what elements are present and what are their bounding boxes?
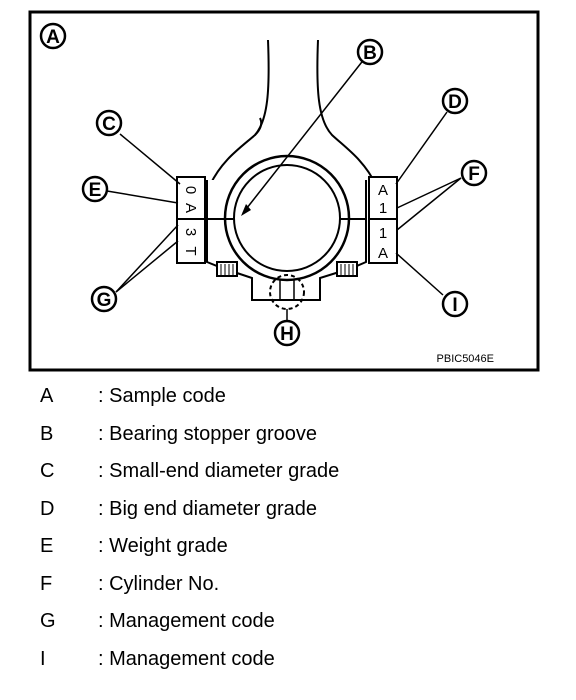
svg-text:I: I [452, 295, 457, 316]
svg-text:C: C [102, 114, 116, 135]
left-bolt [216, 261, 238, 277]
svg-text:D: D [448, 92, 462, 113]
stamp-right-bottom-1: 1 [379, 225, 387, 242]
legend-row-i: I : Management code [0, 648, 576, 674]
legend-key: G [40, 610, 56, 632]
legend-row-c: C : Small-end diameter grade [0, 460, 576, 486]
stamp-left-bottom-2: T [182, 246, 199, 255]
legend-row-e: E : Weight grade [0, 535, 576, 561]
svg-text:H: H [280, 324, 294, 345]
legend-key: D [40, 497, 55, 520]
legend-description: : Cylinder No. [98, 572, 220, 595]
callout-h: H [273, 319, 301, 347]
left-stamp-box: 0 A 3 T [176, 176, 206, 264]
svg-text:G: G [97, 290, 112, 311]
legend-row-g: G : Management code [0, 610, 576, 636]
stamp-left-top-1: 0 [182, 186, 199, 194]
figure-code: PBIC5046E [437, 353, 494, 365]
legend-description: : Big end diameter grade [98, 497, 318, 520]
stamp-right-top-1: A [378, 182, 388, 199]
legend-description: : Small-end diameter grade [98, 460, 340, 482]
callouts: A B C D E F G H [39, 22, 488, 347]
callout-f: F [460, 159, 488, 187]
legend-description: : Weight grade [98, 535, 228, 557]
legend-key: B [40, 422, 54, 445]
svg-text:F: F [468, 164, 480, 185]
legend-description: : Management code [98, 610, 275, 632]
legend-row-b: B : Bearing stopper groove [0, 423, 576, 449]
callout-d: D [441, 87, 469, 115]
leader-lines [106, 57, 462, 320]
legend-description: : Sample code [98, 385, 226, 407]
connecting-rod-diagram: 0 A 3 T A 1 1 A [28, 10, 540, 372]
h-detail-circle [269, 274, 305, 310]
svg-text:E: E [89, 180, 102, 201]
callout-a: A [39, 22, 67, 50]
legend-description: : Bearing stopper groove [98, 422, 318, 445]
callout-e: E [81, 175, 109, 203]
svg-text:B: B [363, 43, 377, 64]
legend-key: C [40, 460, 55, 482]
right-stamp-box: A 1 1 A [368, 176, 398, 264]
legend-row-a: A : Sample code [0, 385, 576, 411]
legend-key: I [40, 647, 46, 670]
callout-g: G [90, 285, 118, 313]
b-arrowhead [241, 204, 251, 216]
legend-row-f: F : Cylinder No. [0, 573, 576, 599]
stamp-left-top-2: A [182, 203, 199, 213]
right-bolt [336, 261, 358, 277]
legend-key: E [40, 535, 54, 557]
rod-shank [209, 39, 377, 186]
bearing-bore-inner [233, 164, 341, 272]
callout-b: B [356, 38, 384, 66]
stamp-right-bottom-2: A [378, 245, 388, 262]
legend-key: F [40, 572, 53, 595]
legend-key: A [40, 385, 54, 407]
legend-description: : Management code [98, 647, 275, 670]
legend-row-d: D : Big end diameter grade [0, 498, 576, 524]
stamp-right-top-2: 1 [379, 200, 387, 217]
callout-c: C [95, 109, 123, 137]
stamp-left-bottom-1: 3 [182, 228, 199, 236]
figure-frame [28, 10, 540, 372]
callout-i: I [441, 290, 469, 318]
svg-text:A: A [46, 27, 60, 48]
